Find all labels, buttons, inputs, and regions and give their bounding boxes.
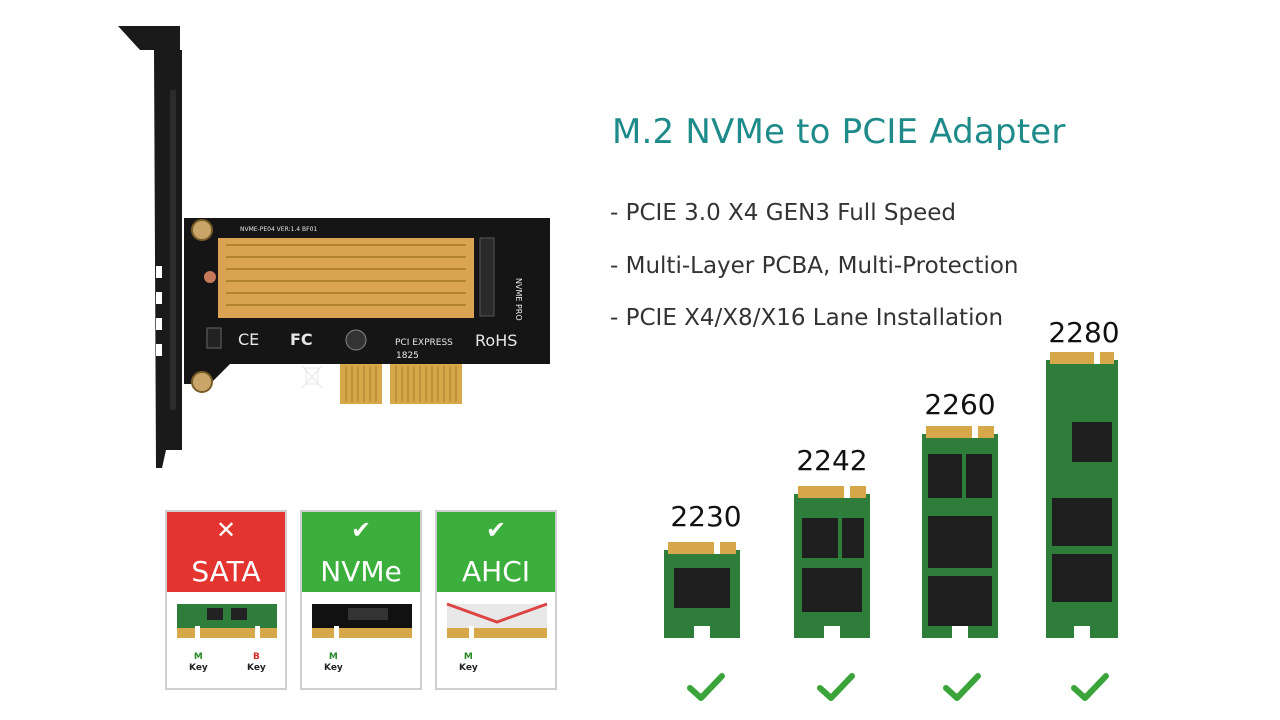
code-silkscreen: 1825 [396,351,419,361]
ssd-2260 [922,424,998,638]
check-icon-2230 [687,673,725,701]
size-label-2280: 2280 [1048,316,1120,349]
weee-bin-icon [301,365,323,389]
m-key-label: M Key [189,652,208,673]
size-label-2260: 2260 [924,388,996,421]
side-silkscreen: NVME PRO [514,278,523,321]
compat-header: ✔ AHCI [437,512,555,592]
b-key-label: B Key [247,652,266,673]
nvme-ssd-icon [312,604,412,640]
model-silkscreen: NVME-PE04 VER:1.4 BF01 [240,226,317,233]
gold-fingers [340,364,462,404]
size-label-2242: 2242 [796,444,868,477]
ahci-ssd-icon [446,602,548,640]
check-icon: ✔ [350,516,372,544]
fc-mark: FC [290,330,313,349]
compat-ahci: ✔ AHCI M Key [435,510,557,690]
led-icon [206,327,222,349]
ssd-2230 [664,540,740,638]
compat-nvme: ✔ NVMe M Key [300,510,422,690]
feature-bullet-2: - Multi-Layer PCBA, Multi-Protection [610,253,1019,279]
check-icon-2242 [817,673,855,701]
check-icon-2280 [1071,673,1109,701]
metal-bracket [118,26,182,468]
size-label-2230: 2230 [670,500,742,533]
pci-mark: PCI EXPRESS [395,338,453,348]
cross-icon: ✕ [215,516,237,544]
rohs-mark: RoHS [475,331,517,350]
ssd-2242 [794,484,870,638]
compat-header: ✔ NVMe [302,512,420,592]
chip-icon [345,329,367,351]
thermal-pad-grid [226,244,466,306]
screw-icon [191,371,213,393]
compat-label: AHCI [461,555,531,588]
ce-mark: CE [238,330,259,349]
ssd-2280 [1046,350,1118,638]
pcie-adapter-card: NVME-PE04 VER:1.4 BF01 NVME PRO CE FC PC… [118,26,550,468]
m2-slot [479,237,495,317]
compat-sata: ✕ SATA M Key B Key [165,510,287,690]
m-key-label: M Key [324,652,343,673]
sata-ssd-icon [177,604,277,640]
standoff-icon [204,271,216,283]
screw-icon [191,219,213,241]
page-title: M.2 NVMe to PCIE Adapter [612,112,1066,152]
feature-bullet-3: - PCIE X4/X8/X16 Lane Installation [610,305,1004,331]
check-icon-2260 [943,673,981,701]
compat-label: SATA [191,555,261,588]
compat-header: ✕ SATA [167,512,285,592]
m-key-label: M Key [459,652,478,673]
feature-bullet-1: - PCIE 3.0 X4 GEN3 Full Speed [610,200,956,226]
compat-label: NVMe [320,555,402,588]
check-icon: ✔ [485,516,507,544]
